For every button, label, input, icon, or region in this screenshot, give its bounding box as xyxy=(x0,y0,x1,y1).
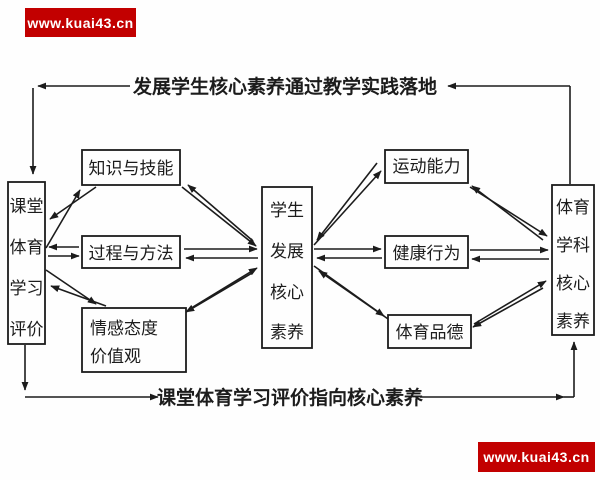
affect-line1: 情感态度 xyxy=(90,319,158,339)
arrow-center-to-athletic xyxy=(313,170,382,246)
centerbox-line3: 核心 xyxy=(270,283,304,303)
process-label: 过程与方法 xyxy=(89,244,174,264)
arrow-rightbox-to-athletic xyxy=(471,185,544,241)
arrow-athletic-to-rightbox xyxy=(469,186,548,237)
arrow-center-to-knowledge xyxy=(187,184,254,242)
knowledge-label: 知识与技能 xyxy=(89,159,174,179)
leftbox-line4: 评价 xyxy=(10,320,44,340)
arrow-rightbox-to-morality xyxy=(472,287,544,328)
box-affect-values xyxy=(81,307,187,373)
watermark-bottom-badge: www.kuai43.cn xyxy=(478,442,595,472)
health-label: 健康行为 xyxy=(393,244,461,264)
top-caption: 发展学生核心素养通过教学实践落地 xyxy=(132,75,437,98)
affect-line2: 价值观 xyxy=(90,347,141,367)
arrow-morality-to-center xyxy=(318,270,392,322)
box-process-methods xyxy=(81,235,181,269)
box-health-behavior xyxy=(384,235,469,269)
centerbox-line4: 素养 xyxy=(270,323,304,343)
athletic-label: 运动能力 xyxy=(393,157,461,177)
centerbox-line1: 学生 xyxy=(270,201,304,221)
rightbox-line4: 素养 xyxy=(556,312,590,332)
bottom-caption: 课堂体育学习评价指向核心素养 xyxy=(157,386,423,409)
leftbox-line3: 学习 xyxy=(10,279,44,299)
arrow-knowledge-to-leftbox xyxy=(49,186,97,220)
leftbox-line2: 体育 xyxy=(10,238,44,258)
arrow-affect-to-center xyxy=(187,267,258,311)
arrow-morality-to-rightbox xyxy=(473,280,547,325)
arrow-leftbox-to-knowledge xyxy=(45,189,81,249)
arrow-affect-to-leftbox xyxy=(50,285,107,307)
arrow-leftbox-to-affect xyxy=(45,269,97,305)
box-sports-morality xyxy=(387,314,472,349)
arrow-knowledge-to-center xyxy=(181,186,257,247)
leftbox-line1: 课堂 xyxy=(10,197,44,217)
box-athletic-ability xyxy=(384,149,469,184)
rightbox-line1: 体育 xyxy=(556,198,590,218)
rightbox-line3: 核心 xyxy=(556,274,590,294)
morality-label: 体育品德 xyxy=(396,323,464,343)
arrow-center-to-affect xyxy=(185,272,253,313)
rightbox-line2: 学科 xyxy=(556,236,590,256)
arrow-athletic-to-center xyxy=(316,162,378,241)
box-pe-subject-core-literacy xyxy=(551,184,595,336)
box-student-core-literacy xyxy=(261,186,313,349)
box-knowledge-skills xyxy=(81,149,181,186)
box-classroom-pe-evaluation xyxy=(7,181,46,345)
watermark-top-badge: www.kuai43.cn xyxy=(25,8,136,37)
centerbox-line2: 发展 xyxy=(270,242,304,262)
